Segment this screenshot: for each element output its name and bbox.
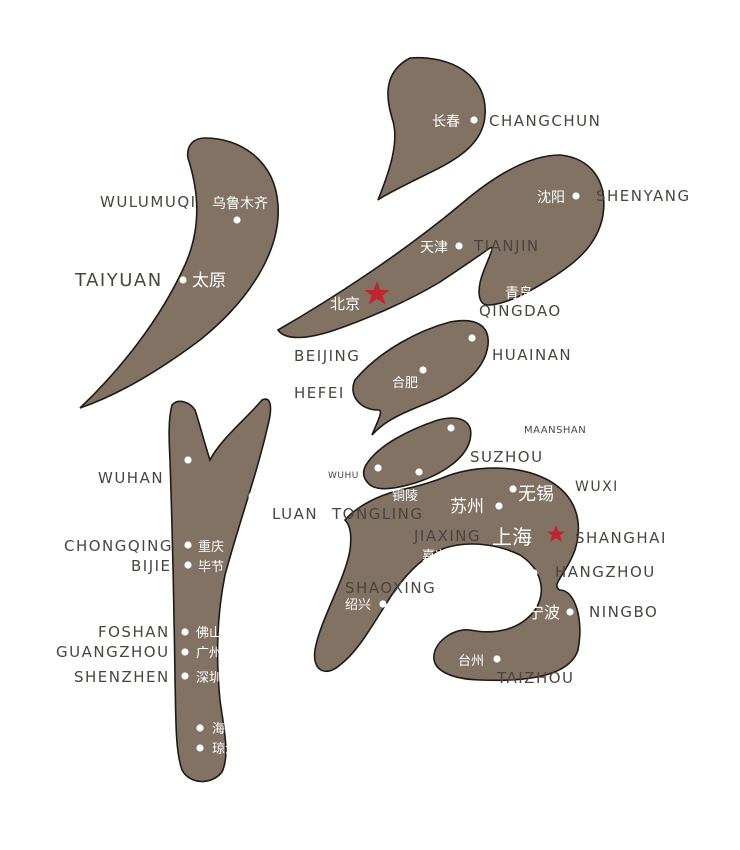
- wuxi-label-en: WUXI: [575, 479, 619, 495]
- tianjin-label-cn: 天津: [420, 240, 448, 256]
- hangzhou-label-cn: 杭州: [490, 570, 516, 585]
- taiyuan-label-en: TAIYUAN: [74, 270, 163, 291]
- city-markers: [179, 116, 580, 752]
- qionghai-label-cn: 琼海: [212, 742, 238, 757]
- hefei-label-en: HEFEI: [294, 384, 345, 402]
- qingdao-marker: [468, 288, 476, 296]
- shanghai-label-en: SHANGHAI: [575, 529, 667, 547]
- character-strokes: [79, 56, 605, 783]
- suzhou_js-marker: [495, 502, 503, 510]
- bijie-marker: [184, 561, 192, 569]
- huainan-label-en: HUAINAN: [492, 346, 572, 364]
- wuhan-label-en: WUHAN: [98, 469, 164, 487]
- stroke-left-dot: [79, 137, 279, 409]
- ningbo-label-cn: 宁波: [528, 603, 560, 622]
- shenzhen-label-en: SHENZHEN: [74, 668, 170, 686]
- shaoxing-label-cn: 绍兴: [345, 598, 371, 613]
- hefei-label-cn: 合肥: [392, 376, 418, 391]
- shenyang-label-cn: 沈阳: [537, 190, 565, 206]
- wuxi-marker: [509, 485, 517, 493]
- suzhou_ah-marker: [415, 468, 423, 476]
- tongling-label-cn: 铜陵: [392, 489, 418, 504]
- wuhan-marker: [184, 456, 192, 464]
- tianjin-marker: [455, 242, 463, 250]
- bijie-label-cn: 毕节: [198, 560, 224, 575]
- foshan-label-en: FOSHAN: [98, 623, 170, 641]
- qingdao-label-en: QINGDAO: [479, 302, 562, 320]
- qingdao-label-cn: 青岛: [505, 286, 533, 302]
- maanshan-marker: [447, 424, 455, 432]
- shanghai-label-cn: 上海: [492, 525, 532, 549]
- haikou-label-cn: 海口: [212, 722, 238, 737]
- wulumuqi-label-cn: 乌鲁木齐: [212, 196, 268, 212]
- changchun-label-en: CHANGCHUN: [489, 112, 601, 130]
- suzhou_js-label-cn: 苏州: [450, 497, 484, 517]
- ningbo-label-en: NINGBO: [589, 603, 658, 621]
- suzhou_ah-label-en: SUZHOU: [470, 448, 544, 466]
- stroke-lower-bar: [362, 417, 472, 490]
- foshan-label-cn: 佛山: [196, 626, 222, 641]
- haikou-marker: [196, 724, 204, 732]
- city-labels: 长春 CHANGCHUN 沈阳 SHENYANG 天津 TIANJIN 北京 BEIJING 青…: [56, 112, 691, 757]
- guangzhou-label-cn: 广州: [196, 646, 222, 661]
- stroke-middle-bar: [352, 319, 489, 436]
- bijie-label-en: BIJIE: [131, 557, 172, 575]
- jiaxing-marker: [457, 550, 465, 558]
- wuhu-label-cn: 芜湖: [332, 454, 358, 469]
- changchun-marker: [470, 116, 478, 124]
- taizhou-label-cn: 台州: [458, 654, 484, 669]
- taiyuan-marker: [179, 276, 187, 284]
- jiaxing-label-cn: 嘉兴: [422, 549, 448, 564]
- tongling-label-en: TONGLING: [331, 505, 423, 523]
- stroke-upper-bar: [276, 154, 605, 339]
- wuhu-marker: [374, 464, 382, 472]
- shaoxing-marker: [379, 600, 387, 608]
- chongqing-label-en: CHONGQING: [64, 537, 173, 555]
- stroke-top-dot: [377, 56, 486, 201]
- jiaxing-label-en: JIAXING: [413, 527, 481, 545]
- qionghai-marker: [196, 744, 204, 752]
- taizhou-marker: [493, 655, 501, 663]
- luan-marker: [248, 492, 256, 500]
- beijing-label-cn: 北京: [330, 295, 360, 313]
- maanshan-label-en: MAANSHAN: [524, 425, 586, 436]
- wuhu-label-en: WUHU: [328, 471, 359, 481]
- foshan-marker: [181, 628, 189, 636]
- maanshan-label-cn: 马鞍山: [472, 420, 517, 438]
- wuhan-label-cn: 武汉: [135, 454, 161, 469]
- shenzhen-marker: [181, 672, 189, 680]
- wuxi-label-cn: 无锡: [518, 484, 554, 505]
- shanghai-star-icon: [547, 525, 565, 542]
- hangzhou-marker: [530, 569, 538, 577]
- huainan-label-cn: 淮南: [492, 331, 520, 347]
- shenzhen-label-cn: 深圳: [196, 671, 222, 686]
- watermark: 搜狐号@搜狐焦点铜川站: [562, 826, 727, 844]
- shaoxing-label-en: SHAOXING: [345, 579, 436, 597]
- shenyang-marker: [572, 192, 580, 200]
- shenyang-label-en: SHENYANG: [596, 187, 691, 205]
- chongqing-label-cn: 重庆: [198, 539, 224, 555]
- chongqing-marker: [184, 541, 192, 549]
- beijing-star-icon: [364, 281, 390, 305]
- ningbo-marker: [566, 608, 574, 616]
- stroke-left-vertical: [168, 398, 272, 783]
- hefei-marker: [419, 366, 427, 374]
- wulumuqi-marker: [233, 216, 241, 224]
- guangzhou-label-en: GUANGZHOU: [56, 643, 170, 661]
- guangzhou-marker: [181, 648, 189, 656]
- luan-label-cn: 六安: [271, 489, 297, 504]
- changchun-label-cn: 长春: [432, 114, 460, 130]
- beijing-label-en: BEIJING: [294, 347, 360, 365]
- hangzhou-label-en: HANGZHOU: [555, 563, 656, 581]
- huainan-marker: [468, 334, 476, 342]
- stroke-bottom-mouth: [313, 467, 581, 682]
- luan-label-en: LUAN: [272, 505, 318, 523]
- taizhou-label-en: TAIZHOU: [496, 669, 575, 687]
- tianjin-label-en: TIANJIN: [473, 237, 540, 255]
- wulumuqi-label-en: WULUMUQI: [100, 193, 197, 211]
- taiyuan-label-cn: 太原: [192, 271, 226, 291]
